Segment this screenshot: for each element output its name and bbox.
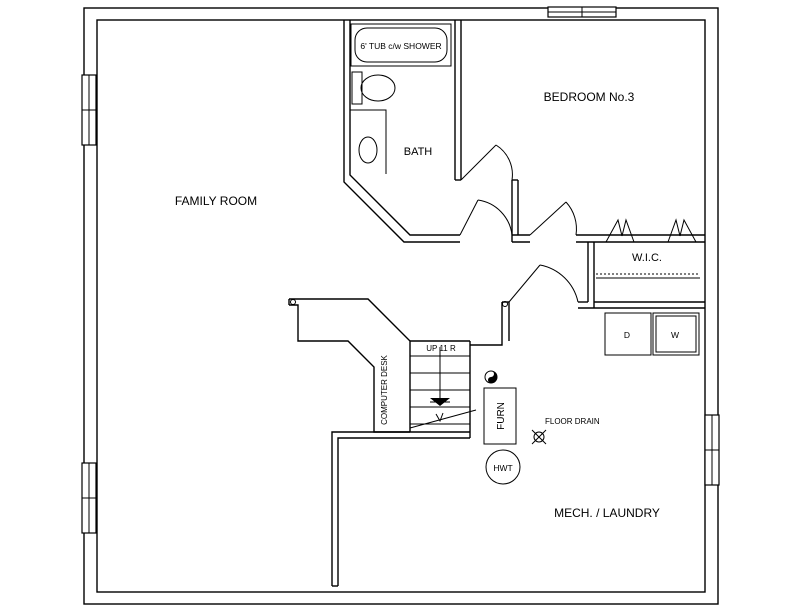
washer-label: W — [671, 330, 679, 340]
computer-desk-label: COMPUTER DESK — [380, 354, 389, 424]
furnace-label: FURN — [496, 402, 507, 430]
vanity-sink — [350, 109, 387, 174]
bath-walls — [343, 20, 462, 243]
family-room-label: FAMILY ROOM — [175, 194, 257, 208]
washer — [652, 312, 700, 356]
door-bath — [460, 144, 513, 181]
window-top — [547, 6, 617, 18]
window-left-lower — [81, 462, 97, 534]
exterior-walls — [83, 7, 719, 605]
bedroom-label: BEDROOM No.3 — [544, 90, 635, 104]
tub-label: 6' TUB c/w SHOWER — [360, 41, 441, 51]
door-bath-entry — [459, 199, 513, 236]
window-right — [704, 414, 720, 486]
hot-water-tank — [485, 449, 521, 485]
mech-walls — [331, 301, 705, 587]
furnace — [483, 387, 517, 445]
stairs — [409, 347, 477, 429]
door-mech — [508, 264, 579, 303]
dryer — [604, 312, 652, 356]
chimney-symbol-icon — [484, 370, 498, 384]
mech-laundry-label: MECH. / LAUNDRY — [554, 506, 660, 520]
wic-label: W.I.C. — [632, 252, 662, 264]
stairs-label: UP 11 R — [426, 344, 456, 353]
toilet-icon — [351, 71, 396, 105]
window-left-upper — [81, 74, 97, 146]
bath-label: BATH — [404, 146, 433, 158]
door-bedroom — [529, 201, 577, 236]
dryer-label: D — [624, 330, 630, 340]
bedroom-walls — [511, 179, 705, 303]
door-wic-right — [667, 218, 697, 243]
door-wic-left — [605, 218, 635, 243]
floor-drain-label: FLOOR DRAIN — [545, 417, 600, 426]
stair-enclosure — [288, 298, 508, 433]
hwt-label: HWT — [493, 463, 512, 473]
floor-drain-icon — [531, 429, 547, 445]
bathtub — [350, 23, 452, 67]
wic-closet — [594, 241, 705, 279]
